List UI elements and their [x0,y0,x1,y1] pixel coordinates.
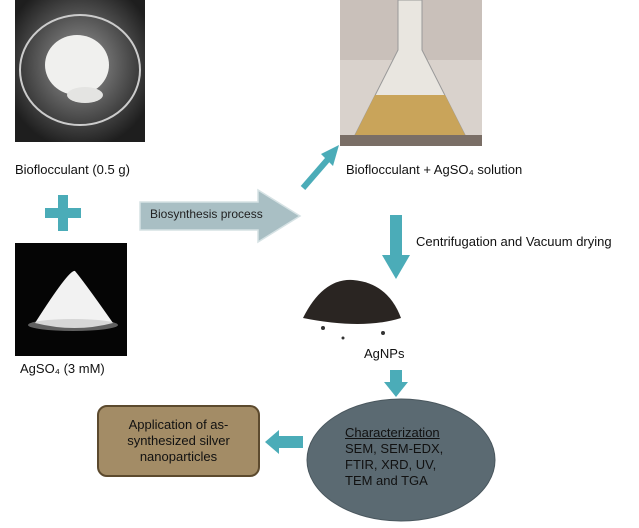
characterization-line: SEM, SEM-EDX, [345,441,444,456]
centrifugation-label: Centrifugation and Vacuum drying [416,234,612,249]
down-arrow-centrifugation [382,215,410,279]
solution-label: Bioflocculant + AgSO₄ solution [346,162,523,177]
bioflocculant-photo [15,0,145,142]
agnps-powder-photo [303,279,401,340]
characterization-line: FTIR, XRD, UV, [345,457,437,472]
left-arrow [265,430,303,454]
characterization-title: Characterization [345,425,440,440]
plus-icon [45,195,81,231]
biosynthesis-label: Biosynthesis process [150,207,263,221]
flask-photo [340,0,482,146]
application-box: Application of as- synthesized silver na… [97,405,260,477]
diagonal-arrow [300,145,339,190]
biosynthesis-arrow [139,188,302,244]
characterization-text: Characterization SEM, SEM-EDX, FTIR, XRD… [345,425,443,489]
application-line: synthesized silver [127,433,230,448]
characterization-ellipse [306,398,496,522]
characterization-line: TEM and TGA [345,473,428,488]
agso4-photo [15,243,127,356]
agnps-label: AgNPs [364,346,405,361]
application-line: nanoparticles [139,449,218,464]
application-line: Application of as- [128,417,229,432]
agso4-label: AgSO₄ (3 mM) [20,361,105,376]
bioflocculant-label: Bioflocculant (0.5 g) [15,162,130,177]
down-arrow-characterization [384,370,408,397]
